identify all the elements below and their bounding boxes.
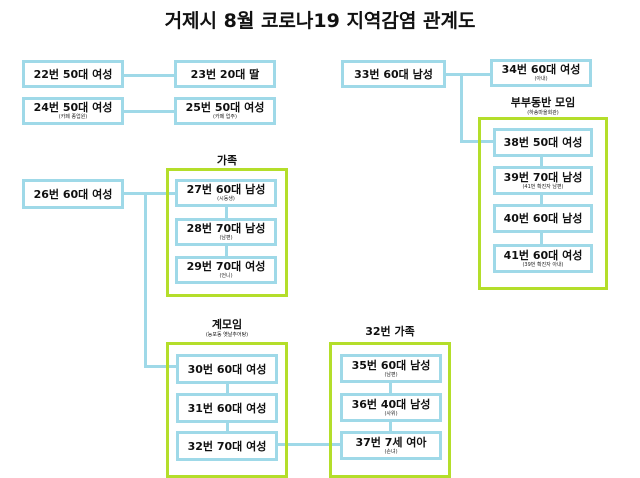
case-node-40: 40번 60대 남성 <box>493 204 593 233</box>
case-note: (41번 확진자 남편) <box>522 183 564 190</box>
case-node-36: 36번 40대 남성 (사위) <box>340 393 442 422</box>
connector-33-38 <box>460 140 494 143</box>
case-label: 31번 60대 여성 <box>187 401 267 415</box>
case-label: 27번 60대 남성 <box>186 183 266 196</box>
connector-26-27 <box>124 192 176 195</box>
group-title: 계모임 <box>211 318 243 331</box>
connector-40-41 <box>540 231 543 245</box>
group-gye <box>166 342 288 478</box>
connector-30-31 <box>226 383 229 395</box>
connector-28-29 <box>225 245 228 257</box>
group-note: (능포동 옛날추어탕) <box>205 332 249 338</box>
case-node-38: 38번 50대 여성 <box>493 128 593 157</box>
group-family32 <box>329 342 451 478</box>
case-node-33: 33번 60대 남성 <box>341 60 446 88</box>
case-node-26: 26번 60대 여성 <box>22 179 124 209</box>
case-node-23: 23번 20대 딸 <box>174 60 276 88</box>
case-label: 34번 60대 여성 <box>501 63 581 76</box>
case-label: 29번 70대 여성 <box>186 260 266 273</box>
case-label: 40번 60대 남성 <box>503 212 583 225</box>
case-label: 38번 50대 여성 <box>503 136 583 149</box>
case-node-24: 24번 50대 여성 (카페 종업원) <box>22 97 124 125</box>
case-node-31: 31번 60대 여성 <box>176 393 278 423</box>
group-label-family26: 가족 <box>166 152 288 168</box>
connector-31-32 <box>226 421 229 433</box>
case-label: 22번 50대 여성 <box>33 67 113 81</box>
case-note: (카페 업주) <box>213 114 237 120</box>
case-note: (남편) <box>384 371 398 378</box>
connector-33-down <box>460 73 463 142</box>
case-label: 24번 50대 여성 <box>33 101 113 114</box>
group-title: 부부동반 모임 <box>510 96 576 109</box>
case-node-29: 29번 70대 여성 (언니) <box>175 256 277 284</box>
case-label: 37번 7세 여아 <box>355 435 427 449</box>
connector-26-30 <box>144 365 176 368</box>
case-label: 32번 70대 여성 <box>187 439 267 453</box>
case-note: (남편) <box>219 235 233 241</box>
case-label: 35번 60대 남성 <box>351 358 431 372</box>
case-node-28: 28번 70대 남성 (남편) <box>175 218 277 246</box>
case-node-25: 25번 50대 여성 (카페 업주) <box>174 97 276 125</box>
case-note: (카페 종업원) <box>58 114 88 120</box>
diagram-title: 거제시 8월 코로나19 지역감염 관계도 <box>164 10 476 32</box>
case-note: (아내) <box>534 76 548 82</box>
case-node-34: 34번 60대 여성 (아내) <box>490 59 592 87</box>
group-label-family32: 32번 가족 <box>329 323 451 339</box>
case-label: 23번 20대 딸 <box>190 67 260 81</box>
connector-38-39 <box>540 155 543 167</box>
connector-36-37 <box>389 420 392 432</box>
case-node-37: 37번 7세 여아 (손녀) <box>340 431 442 460</box>
case-label: 33번 60대 남성 <box>354 67 433 81</box>
case-node-27: 27번 60대 남성 (시동생) <box>175 179 277 207</box>
group-label-couples: 부부동반 모임 (하송마을회관) <box>478 94 608 117</box>
case-note: (사위) <box>384 410 398 417</box>
connector-27-28 <box>225 205 228 219</box>
case-label: 28번 70대 남성 <box>186 222 266 235</box>
connector-24-25 <box>124 110 176 113</box>
connector-39-40 <box>540 193 543 205</box>
case-node-32: 32번 70대 여성 <box>176 431 278 461</box>
case-label: 39번 70대 남성 <box>503 170 583 184</box>
case-node-22: 22번 50대 여성 <box>22 60 124 88</box>
connector-33-34 <box>446 73 490 76</box>
case-note: (손녀) <box>384 448 398 455</box>
case-node-35: 35번 60대 남성 (남편) <box>340 354 442 383</box>
group-title: 가족 <box>216 154 238 167</box>
case-label: 41번 60대 여성 <box>503 248 583 262</box>
group-note: (하송마을회관) <box>527 110 559 116</box>
case-note: (39번 확진자 아내) <box>522 261 564 268</box>
connector-26-down <box>144 192 147 367</box>
group-title: 32번 가족 <box>365 325 415 338</box>
case-node-39: 39번 70대 남성 (41번 확진자 남편) <box>493 166 593 195</box>
case-node-30: 30번 60대 여성 <box>176 354 278 384</box>
case-note: (시동생) <box>217 196 235 202</box>
case-label: 30번 60대 여성 <box>187 362 267 376</box>
case-note: (언니) <box>219 273 233 279</box>
case-node-41: 41번 60대 여성 (39번 확진자 아내) <box>493 244 593 273</box>
group-family26 <box>166 168 288 297</box>
connector-22-23 <box>124 74 176 77</box>
connector-35-36 <box>389 382 392 394</box>
case-label: 36번 40대 남성 <box>351 397 431 411</box>
group-label-gye: 계모임 (능포동 옛날추어탕) <box>166 316 288 339</box>
case-label: 25번 50대 여성 <box>185 101 265 114</box>
connector-32-37 <box>276 443 342 446</box>
group-couples <box>478 117 608 290</box>
case-label: 26번 60대 여성 <box>33 187 113 201</box>
